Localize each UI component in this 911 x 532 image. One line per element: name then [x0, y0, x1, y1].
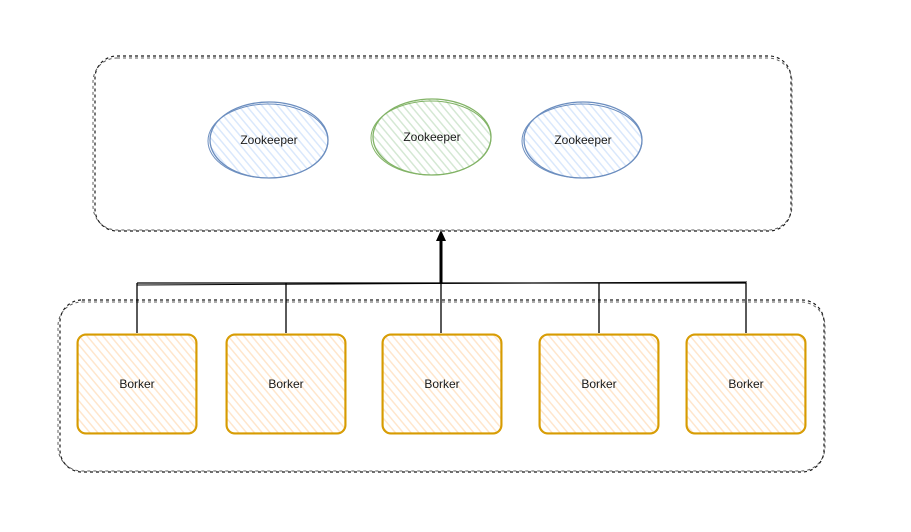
zookeeper-label-3: Zookeeper — [554, 133, 611, 147]
broker-label-5: Borker — [728, 377, 763, 391]
connector-bus-line-sketch — [136, 281, 748, 286]
arrow-head-icon — [436, 230, 446, 241]
broker-label-2: Borker — [268, 377, 303, 391]
broker-node-2[interactable]: Borker — [225, 333, 347, 435]
zookeeper-label-1: Zookeeper — [240, 133, 297, 147]
broker-label-1: Borker — [119, 377, 154, 391]
broker-node-4[interactable]: Borker — [538, 333, 660, 435]
broker-node-3[interactable]: Borker — [381, 333, 503, 435]
broker-node-1[interactable]: Borker — [76, 333, 198, 435]
broker-connectors — [136, 240, 748, 333]
broker-cluster-group — [57, 299, 826, 473]
zookeeper-node-1[interactable]: Zookeeper — [207, 101, 329, 179]
broker-node-5[interactable]: Borker — [685, 333, 807, 435]
broker-label-3: Borker — [424, 377, 459, 391]
broker-label-4: Borker — [581, 377, 616, 391]
zookeeper-node-2[interactable]: Zookeeper — [370, 98, 492, 176]
zookeeper-node-3[interactable]: Zookeeper — [521, 101, 643, 179]
zookeeper-cluster-group — [92, 55, 793, 232]
zookeeper-label-2: Zookeeper — [403, 130, 460, 144]
